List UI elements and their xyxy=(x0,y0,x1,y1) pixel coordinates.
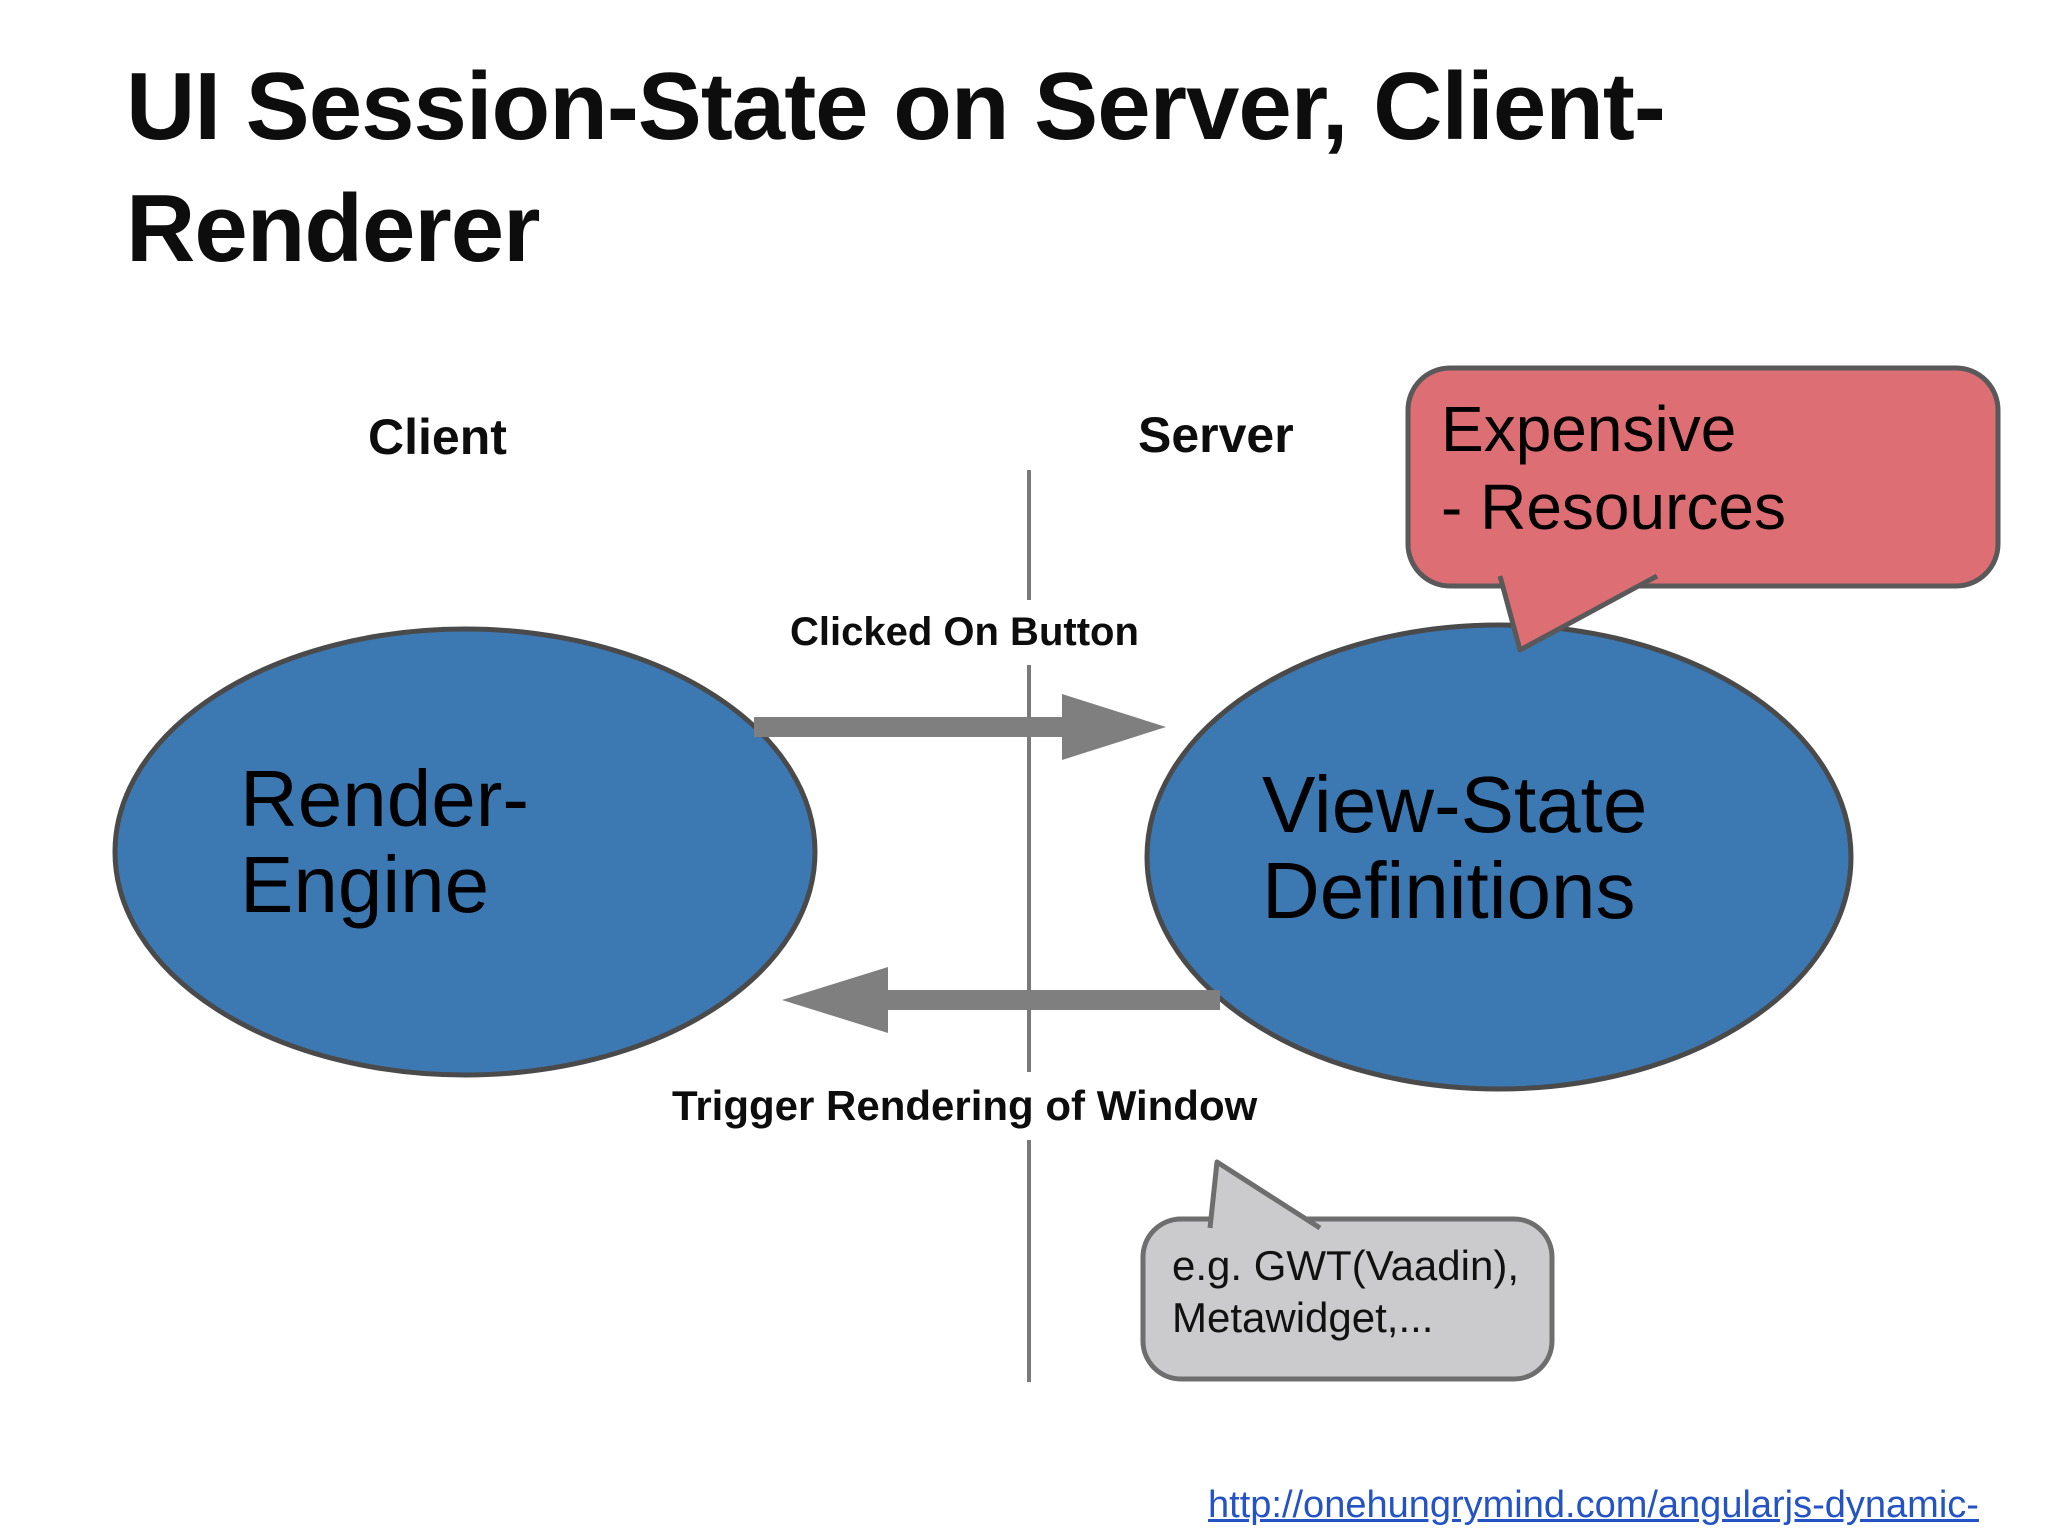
slide-title-line1: UI Session-State on Server, Client- xyxy=(126,53,1666,160)
expensive-callout-text: Expensive - Resources xyxy=(1441,390,1786,546)
example-callout-bubble xyxy=(1140,1216,1555,1382)
arrow-server-to-client xyxy=(782,967,1220,1033)
slide-title-line2: Renderer xyxy=(126,175,541,282)
render-engine-label-line2: Engine xyxy=(240,840,490,929)
render-engine-label: Render- Engine xyxy=(240,756,529,928)
view-state-ellipse xyxy=(1144,622,1854,1092)
expensive-callout-tail xyxy=(1497,573,1659,653)
arrow-client-to-server xyxy=(754,694,1166,760)
server-column-label: Server xyxy=(1138,407,1294,463)
client-column-label: Client xyxy=(368,409,507,465)
footer-source-link[interactable]: http://onehungrymind.com/angularjs-dynam… xyxy=(1208,1484,1979,1526)
example-callout-line2: Metawidget,... xyxy=(1172,1294,1434,1341)
view-state-label-line2: Definitions xyxy=(1262,846,1636,935)
expensive-callout-line1: Expensive xyxy=(1441,393,1737,465)
trigger-rendering-label: Trigger Rendering of Window xyxy=(652,1072,1278,1140)
render-engine-ellipse xyxy=(112,626,818,1078)
slide-title: UI Session-State on Server, Client- Rend… xyxy=(126,46,1986,290)
example-callout-tail xyxy=(1207,1159,1322,1231)
render-engine-label-line1: Render- xyxy=(240,754,530,843)
expensive-callout-bubble xyxy=(1405,365,2001,589)
expensive-callout-line2: - Resources xyxy=(1441,471,1786,543)
example-callout-line1: e.g. GWT(Vaadin), xyxy=(1172,1242,1519,1289)
view-state-label-line1: View-State xyxy=(1262,760,1648,849)
clicked-on-button-label: Clicked On Button xyxy=(770,600,1159,665)
view-state-label: View-State Definitions xyxy=(1262,762,1647,934)
example-callout-text: e.g. GWT(Vaadin), Metawidget,... xyxy=(1172,1240,1519,1344)
